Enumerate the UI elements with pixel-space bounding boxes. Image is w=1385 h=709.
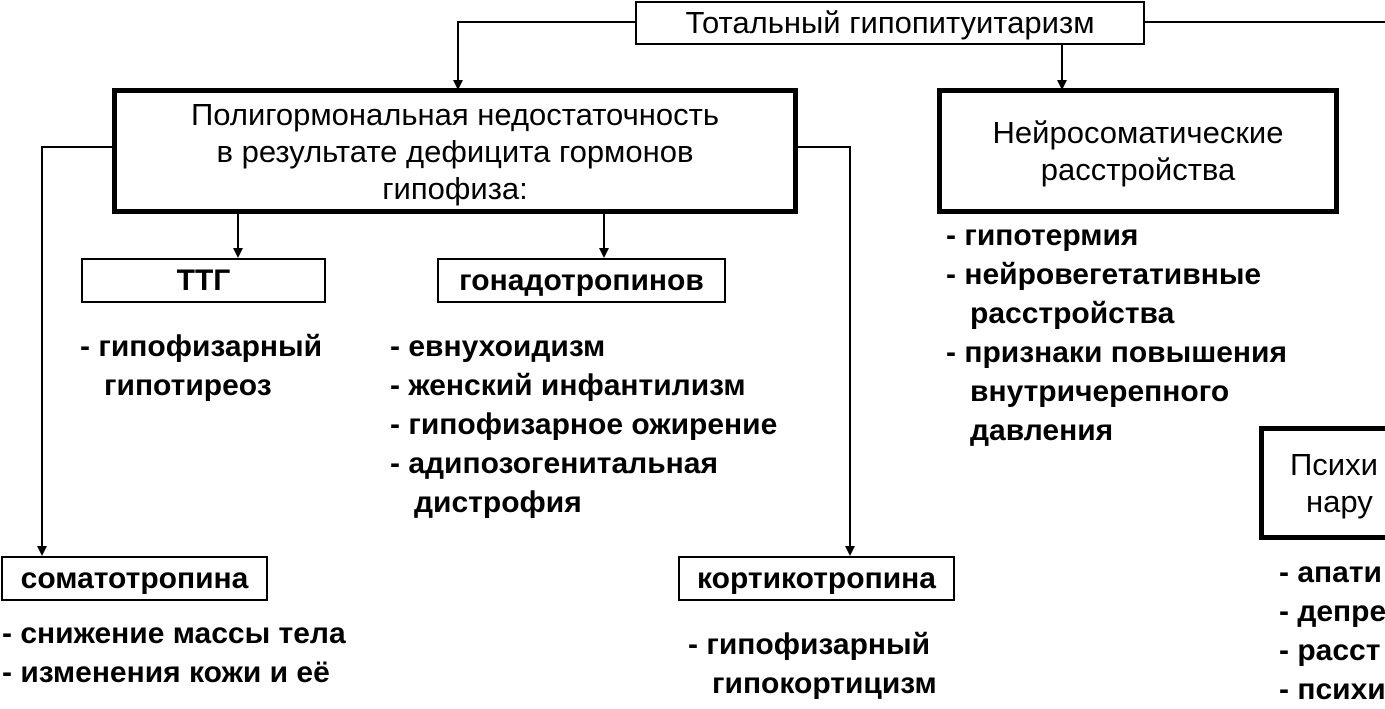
neurosomatic-line-2: расстройства bbox=[1040, 152, 1236, 187]
gonadotropins-symptom-list: евнухоидизм женский инфантилизм гипофиза… bbox=[390, 327, 777, 522]
root-node-box: Тотальный гипопитуитаризм bbox=[635, 1, 1145, 45]
somatotropin-node-box: соматотропина bbox=[1, 556, 268, 601]
psychic-line-2: нару bbox=[1306, 484, 1373, 519]
list-item: признаки повышениявнутричерепногодавлени… bbox=[946, 333, 1287, 450]
list-item: гипофизарное ожирение bbox=[390, 405, 777, 444]
polyhormonal-line-1: Полигормональная недостаточность bbox=[191, 96, 719, 132]
polyhormonal-node-box: Полигормональная недостаточность в резул… bbox=[112, 88, 798, 214]
corticotropin-node-box: кортикотропина bbox=[678, 556, 955, 601]
polyhormonal-line-2: в результате дефицита гормонов bbox=[216, 133, 694, 169]
psychic-node-box: Психи нару bbox=[1259, 426, 1385, 540]
somatotropin-label: соматотропина bbox=[20, 561, 249, 595]
neurosomatic-symptom-list: гипотермия нейровегетативныерасстройства… bbox=[946, 216, 1287, 450]
list-item: апати bbox=[1279, 553, 1385, 592]
connector-poly-to-somatotropin bbox=[37, 146, 112, 556]
somatotropin-symptom-list: снижение массы тела изменения кожи и её bbox=[2, 614, 346, 692]
list-item: гипотермия bbox=[946, 216, 1287, 255]
connector-layer bbox=[37, 21, 1385, 556]
polyhormonal-line-3: гипофиза: bbox=[382, 170, 528, 206]
list-item: снижение массы тела bbox=[2, 614, 345, 653]
root-node-label: Тотальный гипопитуитаризм bbox=[685, 5, 1095, 40]
list-item: психи bbox=[1279, 670, 1385, 709]
neurosomatic-line-1: Нейросоматические bbox=[992, 115, 1284, 150]
gonadotropins-label: гонадотропинов bbox=[459, 263, 704, 297]
ttg-label: ТТГ bbox=[176, 263, 231, 297]
list-item: депре bbox=[1279, 592, 1385, 631]
connector-poly-to-corticotropin bbox=[797, 146, 855, 556]
list-item: расст bbox=[1279, 631, 1385, 670]
connector-root-to-poly bbox=[453, 21, 635, 90]
gonadotropins-node-box: гонадотропинов bbox=[437, 258, 726, 303]
list-item: изменения кожи и её bbox=[2, 653, 346, 692]
corticotropin-label: кортикотропина bbox=[697, 561, 936, 595]
psychic-symptom-list: апати депре расст психи bbox=[1279, 553, 1385, 709]
list-item: женский инфантилизм bbox=[390, 366, 777, 405]
ttg-node-box: ТТГ bbox=[81, 258, 326, 303]
psychic-line-1: Психи bbox=[1290, 447, 1378, 482]
neurosomatic-node-box: Нейросоматические расстройства bbox=[937, 88, 1339, 214]
list-item: евнухоидизм bbox=[390, 327, 777, 366]
